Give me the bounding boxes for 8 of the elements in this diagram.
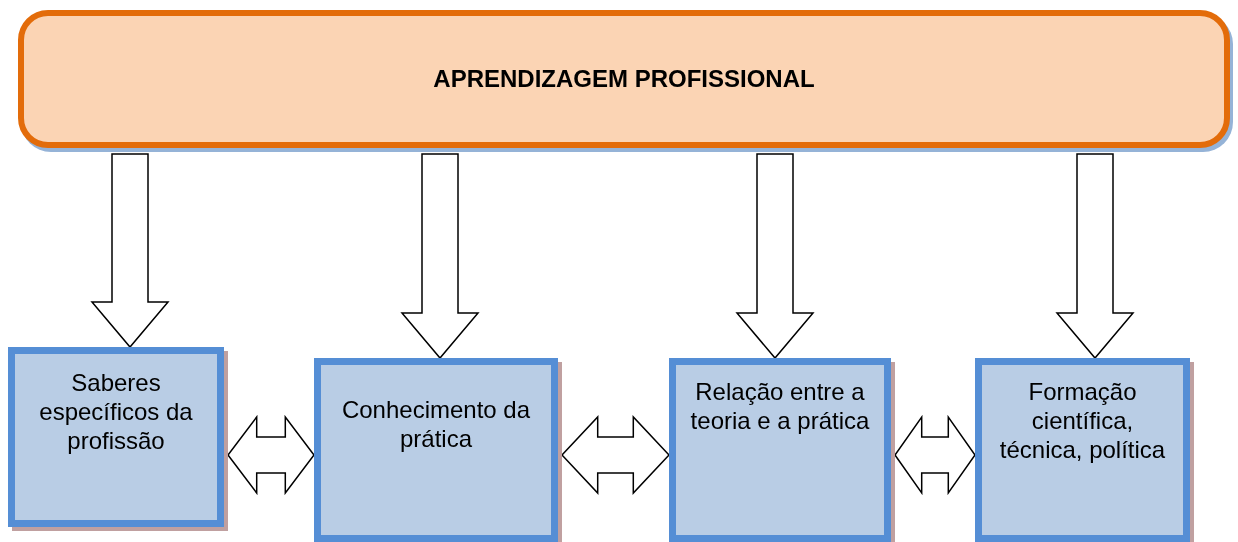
block-arrow (560, 415, 671, 495)
box-text: Conhecimento da prática (340, 395, 532, 454)
title-text: APRENDIZAGEM PROFISSIONAL (433, 65, 815, 93)
block-arrow (894, 414, 976, 496)
box-text: Saberes específicos da profissão (38, 368, 194, 456)
box-text: Relação entre a teoria e a prática (689, 377, 871, 436)
block-arrow (227, 414, 315, 496)
box-text: Formação científica, técnica, política (998, 377, 1167, 465)
